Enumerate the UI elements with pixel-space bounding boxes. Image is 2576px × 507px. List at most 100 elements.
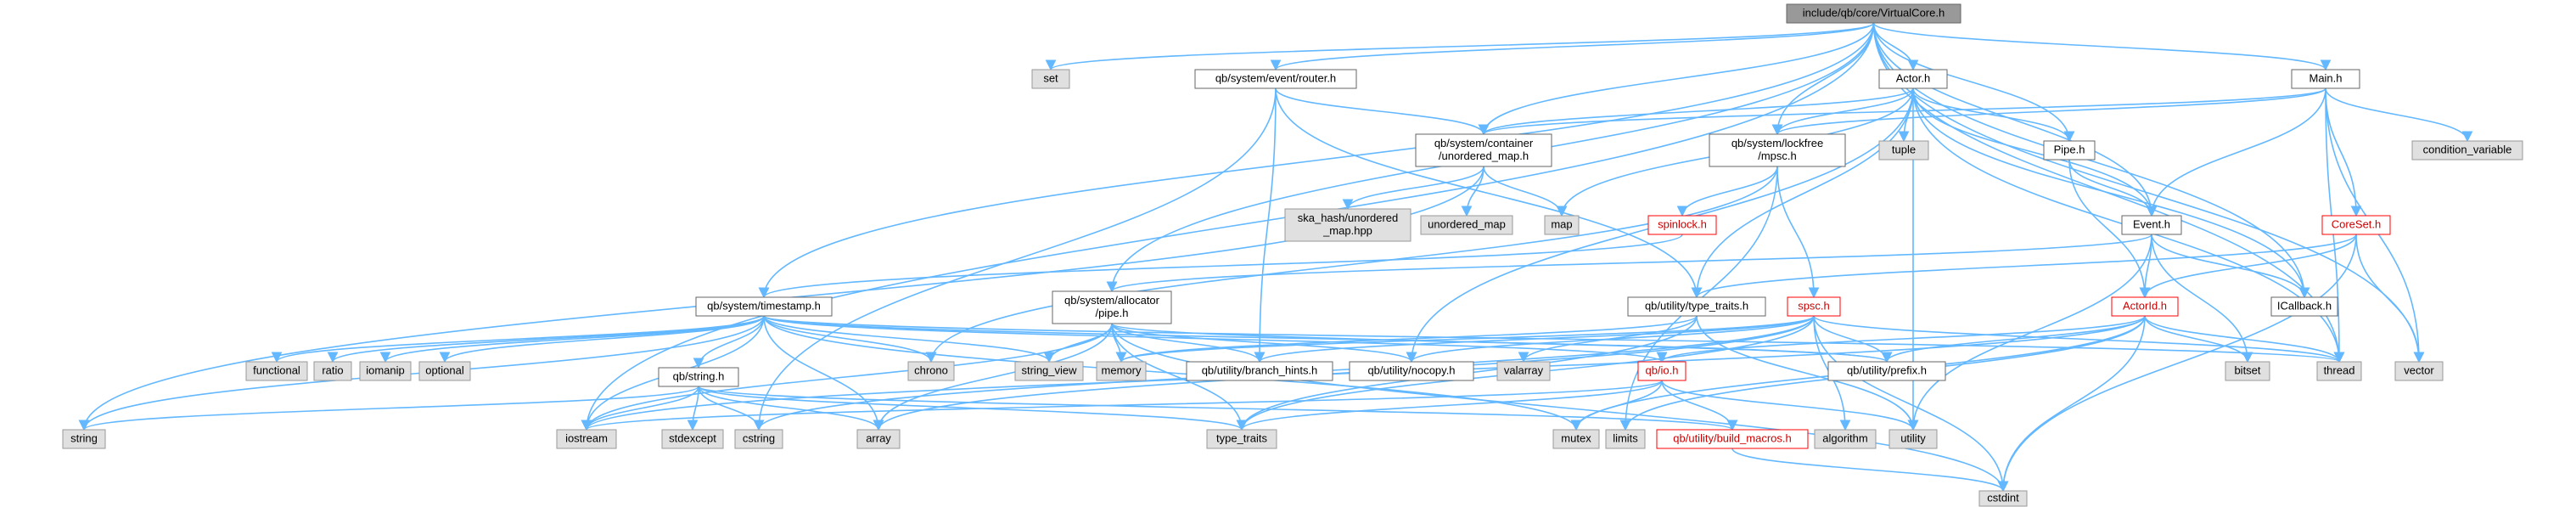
node-thread[interactable]: thread <box>2316 361 2362 381</box>
node-allocpipe[interactable]: qb/system/allocator/pipe.h <box>1052 290 1172 324</box>
edge-spsc-to-memory <box>1115 315 1815 363</box>
node-coreset[interactable]: CoreSet.h <box>2321 215 2391 235</box>
edge-router-to-umap <box>1275 87 1490 136</box>
edge-timestamp-to-mutex <box>763 315 1582 431</box>
node-qbio[interactable]: qb/io.h <box>1637 361 1686 381</box>
node-map[interactable]: map <box>1544 215 1580 235</box>
node-icallback[interactable]: ICallback.h <box>2270 296 2338 317</box>
edge-allocpipe-to-branchhints <box>1111 323 1266 363</box>
node-pipeh[interactable]: Pipe.h <box>2043 140 2096 161</box>
node-box <box>856 429 901 449</box>
node-label: chrono <box>914 363 948 376</box>
node-typetraitsh[interactable]: qb/utility/type_traits.h <box>1627 296 1766 317</box>
edge-spsc-to-branchhints <box>1254 315 1815 363</box>
edge-umap-to-ska <box>1342 166 1484 211</box>
node-box <box>2270 296 2338 317</box>
node-cstring[interactable]: cstring <box>734 429 783 449</box>
node-stringview[interactable]: string_view <box>1014 361 1084 381</box>
edge-layer <box>78 22 2473 493</box>
node-root[interactable]: include/qb/core/VirtualCore.h <box>1786 3 1961 24</box>
edge-spsc-to-thread <box>1813 315 2345 363</box>
edge-actor-to-umap <box>1478 87 1914 136</box>
node-box <box>1647 215 1717 235</box>
node-label: condition_variable <box>2423 143 2512 155</box>
node-iomanip[interactable]: iomanip <box>359 361 412 381</box>
node-label: utility <box>1900 431 1926 444</box>
node-box <box>1496 361 1551 381</box>
node-label: ICallback.h <box>2277 299 2332 312</box>
edge-router-to-cstring <box>753 87 1277 431</box>
edge-timestamp-to-chrono <box>763 315 937 363</box>
node-box <box>2043 140 2096 161</box>
node-vector[interactable]: vector <box>2394 361 2444 381</box>
edge-actorid-to-bitset <box>2144 315 2253 363</box>
node-stdexcept[interactable]: stdexcept <box>661 429 724 449</box>
node-branchhints[interactable]: qb/utility/branch_hints.h <box>1186 361 1333 381</box>
node-optional[interactable]: optional <box>418 361 471 381</box>
node-valarray[interactable]: valarray <box>1496 361 1551 381</box>
node-box <box>1978 490 2028 507</box>
node-nocopy[interactable]: qb/utility/nocopy.h <box>1349 361 1474 381</box>
edge-typetraitsh-to-memory <box>1115 315 1698 363</box>
node-spsc[interactable]: spsc.h <box>1787 296 1841 317</box>
node-limits[interactable]: limits <box>1605 429 1646 449</box>
node-actorid[interactable]: ActorId.h <box>2111 296 2179 317</box>
node-box <box>1605 429 1646 449</box>
node-label: set <box>1043 71 1058 84</box>
node-label: limits <box>1613 431 1638 444</box>
edge-qbio-to-utility <box>1661 380 1919 431</box>
node-utility[interactable]: utility <box>1889 429 1938 449</box>
edge-mpsc-to-chrono <box>925 166 1778 363</box>
node-label: /mpsc.h <box>1758 149 1797 162</box>
edge-root-to-pipeh <box>1872 22 2075 143</box>
node-set[interactable]: set <box>1031 69 1070 89</box>
node-buildmacros[interactable]: qb/utility/build_macros.h <box>1656 429 1809 449</box>
node-typetraits[interactable]: type_traits <box>1206 429 1277 449</box>
node-label: type_traits <box>1216 431 1267 444</box>
node-timestamp[interactable]: qb/system/timestamp.h <box>695 296 833 317</box>
edge-timestamp-to-array <box>763 315 884 431</box>
node-mutex[interactable]: mutex <box>1552 429 1600 449</box>
edge-root-to-event <box>1872 22 2158 217</box>
node-actor[interactable]: Actor.h <box>1878 69 1948 89</box>
node-spinlock[interactable]: spinlock.h <box>1647 215 1717 235</box>
node-functional[interactable]: functional <box>245 361 308 381</box>
node-box <box>1186 361 1333 381</box>
node-box <box>1052 290 1172 324</box>
node-array[interactable]: array <box>856 429 901 449</box>
edge-allocpipe-to-iostream <box>581 323 1113 431</box>
node-event[interactable]: Event.h <box>2121 215 2182 235</box>
node-main[interactable]: Main.h <box>2291 69 2360 89</box>
node-iostream[interactable]: iostream <box>556 429 617 449</box>
node-tuple[interactable]: tuple <box>1878 140 1929 161</box>
node-box <box>2111 296 2179 317</box>
node-memory[interactable]: memory <box>1096 361 1147 381</box>
edge-allocpipe-to-cstdint <box>1111 323 2009 493</box>
node-box <box>1878 140 1929 161</box>
node-algorithm[interactable]: algorithm <box>1814 429 1877 449</box>
node-string[interactable]: string <box>62 429 106 449</box>
edge-router-to-branchhints <box>1254 87 1277 363</box>
edge-actor-to-mpsc <box>1771 87 1914 136</box>
node-router[interactable]: qb/system/event/router.h <box>1194 69 1357 89</box>
node-ratio[interactable]: ratio <box>313 361 352 381</box>
node-umap[interactable]: qb/system/container/unordered_map.h <box>1415 133 1552 167</box>
node-label: ska_hash/unordered <box>1298 211 1399 224</box>
node-prefix[interactable]: qb/utility/prefix.h <box>1827 361 1946 381</box>
edge-allocpipe-to-typetraits <box>1111 323 1248 431</box>
node-unordmap[interactable]: unordered_map <box>1420 215 1513 235</box>
node-qbstring[interactable]: qb/string.h <box>658 367 739 387</box>
node-cstdint[interactable]: cstdint <box>1978 490 2028 507</box>
node-bitset[interactable]: bitset <box>2225 361 2270 381</box>
node-mpsc[interactable]: qb/system/lockfree/mpsc.h <box>1709 133 1846 167</box>
node-chrono[interactable]: chrono <box>907 361 955 381</box>
edge-router-to-typetraitsh <box>1275 87 1703 299</box>
node-label: mutex <box>1561 431 1591 444</box>
node-label: cstdint <box>1987 491 2019 504</box>
node-label: thread <box>2324 363 2355 376</box>
node-condvar[interactable]: condition_variable <box>2411 140 2523 161</box>
node-label: /unordered_map.h <box>1439 149 1529 162</box>
node-label: /pipe.h <box>1095 307 1128 319</box>
node-ska[interactable]: ska_hash/unordered_map.hpp <box>1284 208 1411 242</box>
